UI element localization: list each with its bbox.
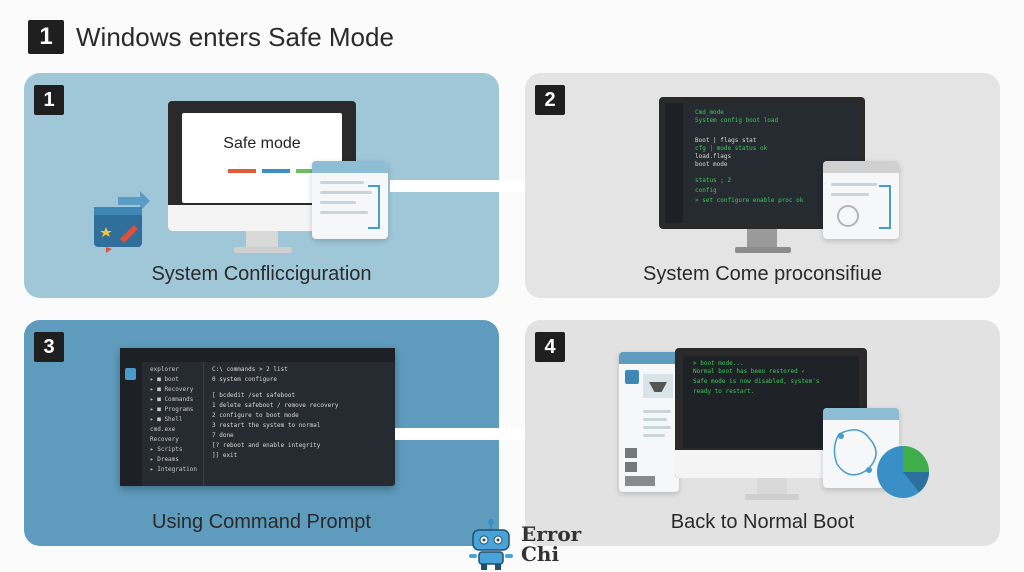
toolbox-icon [94, 191, 150, 253]
step-badge-2: 2 [535, 85, 565, 115]
config-window-2 [823, 161, 899, 239]
command-prompt-window: explorer ▸ ■ boot ▸ ■ Recovery ▸ ■ Comma… [120, 348, 395, 486]
step-panel-3: 3 explorer ▸ ■ boot ▸ ■ Recovery ▸ ■ Com… [24, 320, 499, 546]
header-title: Windows enters Safe Mode [76, 21, 394, 52]
header: 1 Windows enters Safe Mode [28, 20, 394, 54]
monitor-normal-boot: > boot mode... Normal boot has been rest… [675, 348, 867, 478]
step-caption-2: System Come proconsifiue [643, 263, 882, 285]
logo-text-line1: Error [521, 522, 582, 546]
step-caption-1: System Conflicciguration [151, 263, 372, 285]
step-panel-2: 2 Cmd_mode System config boot load Boot … [525, 73, 1000, 298]
explorer-window [619, 352, 679, 492]
step-caption-3: Using Command Prompt [152, 511, 371, 533]
step-badge-3: 3 [34, 332, 64, 362]
step-caption-4: Back to Normal Boot [670, 511, 855, 533]
logo-text-line2: Chi [521, 542, 560, 566]
color-bars [228, 169, 324, 173]
robot-mascot-icon [469, 519, 513, 570]
header-number-badge: 1 [28, 20, 64, 54]
config-window [312, 161, 388, 239]
step-badge-1: 1 [34, 85, 64, 115]
monitor-safe-mode: Safe mode [168, 101, 356, 231]
step-badge-4: 4 [535, 332, 565, 362]
brand-logo: Error Chi [465, 518, 581, 570]
pie-chart-icon [877, 446, 929, 498]
safe-mode-screen-text: Safe mode [223, 135, 301, 152]
step-panel-4: 4 > boot mode... Normal boot has been re… [525, 320, 1000, 546]
